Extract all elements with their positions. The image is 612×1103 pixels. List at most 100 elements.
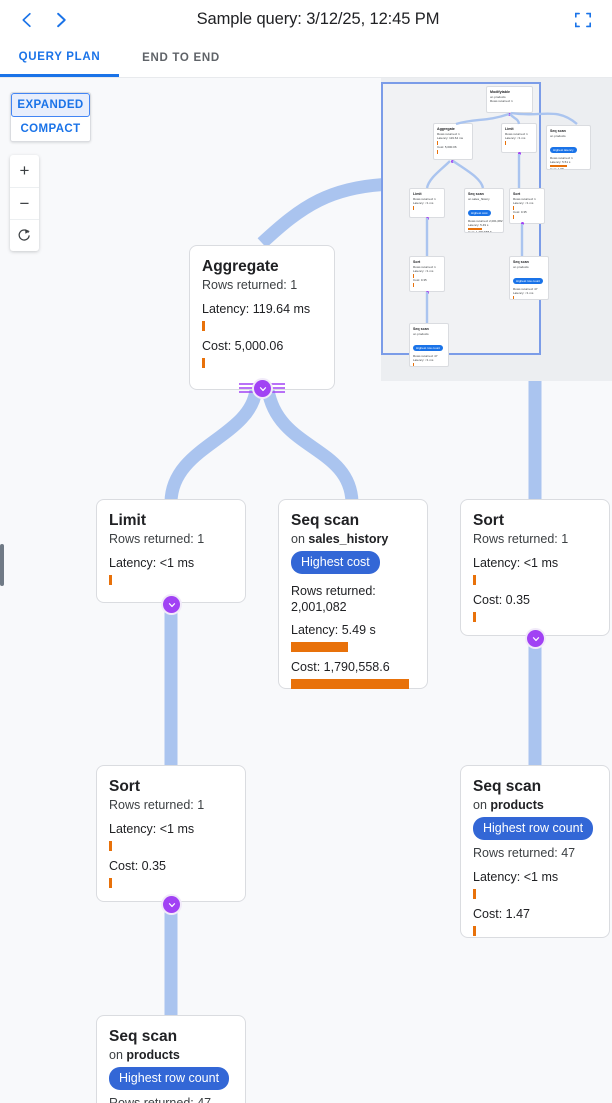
mm-latency: Latency: 5.49 s xyxy=(468,222,489,227)
mm-latency: Latency: 5.51 s xyxy=(550,159,571,164)
mm-title: Sort xyxy=(513,191,521,196)
cost-bar xyxy=(473,926,476,936)
back-button[interactable] xyxy=(10,3,44,37)
minimap-handle-dot xyxy=(518,152,521,155)
page-title: Sample query: 3/12/25, 12:45 PM xyxy=(196,10,440,28)
mm-rows: Rows returned: 1 xyxy=(413,196,436,201)
node-on-table: products xyxy=(126,1048,180,1062)
node-on: on sales_history xyxy=(291,530,415,548)
mm-title: Sort xyxy=(413,259,421,264)
mm-on: on sales_history xyxy=(468,196,490,201)
collapse-handle-sort-right[interactable] xyxy=(527,630,544,647)
minimap-handle-dot xyxy=(521,222,524,225)
mm-badge: Highest row count xyxy=(413,345,444,351)
mm-latency: Latency: <1 ms xyxy=(513,290,534,295)
chevron-left-icon xyxy=(22,12,31,27)
mode-compact-button[interactable]: COMPACT xyxy=(11,117,90,141)
plan-node-sort-right[interactable]: Sort Rows returned: 1 Latency: <1 ms Cos… xyxy=(460,499,610,636)
node-latency: Latency: <1 ms xyxy=(109,822,195,836)
minimap-node[interactable]: Limit Rows returned: 1 Latency: <1 ms xyxy=(409,188,445,218)
latency-bar xyxy=(473,575,476,585)
plan-node-seq-scan-sales-history[interactable]: Seq scan on sales_history Highest cost R… xyxy=(278,499,428,689)
mm-latency: Latency: <1 ms xyxy=(413,200,434,205)
minimap-node[interactable]: Seq scan on products Highest latency Row… xyxy=(546,125,591,170)
mm-rows: Rows returned: 1 xyxy=(550,155,573,160)
minimap-node[interactable]: Sort Rows returned: 1 Latency: <1 ms Cos… xyxy=(509,188,545,224)
node-latency: Latency: <1 ms xyxy=(473,870,559,884)
node-title: Sort xyxy=(109,778,140,795)
edge-aggregate-seqscan xyxy=(261,388,359,503)
node-title: Limit xyxy=(109,512,147,529)
collapse-handle-limit[interactable] xyxy=(163,596,180,613)
view-mode-toggle: EXPANDED COMPACT xyxy=(10,92,91,142)
edge-in-aggregate xyxy=(257,177,401,248)
node-title: Sort xyxy=(473,512,504,529)
mm-badge: Highest row count xyxy=(513,278,544,284)
tab-query-plan[interactable]: QUERY PLAN xyxy=(0,39,119,77)
tab-bar: QUERY PLAN END TO END xyxy=(0,39,612,78)
mm-latency: Latency: <1 ms xyxy=(505,135,526,140)
cost-bar xyxy=(291,679,409,689)
plan-node-sort-left[interactable]: Sort Rows returned: 1 Latency: <1 ms Cos… xyxy=(96,765,246,902)
node-rows: Rows returned: 1 xyxy=(109,798,205,812)
mm-latency: Latency: <1 ms xyxy=(413,357,434,362)
status-badge: Highest row count xyxy=(473,817,594,840)
mm-latency: Latency: <1 ms xyxy=(413,268,434,273)
status-badge: Highest row count xyxy=(109,1067,230,1090)
minimap[interactable]: Modifytable on products Rows returned: 1… xyxy=(381,78,612,381)
minimap-node[interactable]: Aggregate Rows returned: 1 Latency: 119.… xyxy=(433,123,473,160)
mm-title: Seq scan xyxy=(513,259,529,264)
collapse-handle-aggregate[interactable] xyxy=(254,380,271,397)
mm-on: on products xyxy=(513,264,529,269)
node-cost: Cost: 0.35 xyxy=(473,593,530,607)
plan-node-limit[interactable]: Limit Rows returned: 1 Latency: <1 ms xyxy=(96,499,246,603)
node-latency: Latency: 5.49 s xyxy=(291,623,376,637)
mm-cost: Cost: 1,790,558.6 xyxy=(468,230,492,233)
minimap-node[interactable]: Seq scan on products Highest row count R… xyxy=(509,256,549,300)
mm-latency: Latency: 119.64 ms xyxy=(437,135,463,140)
forward-button[interactable] xyxy=(44,3,78,37)
node-on-table: sales_history xyxy=(308,532,389,546)
header-bar: Sample query: 3/12/25, 12:45 PM xyxy=(0,0,612,39)
latency-bar xyxy=(109,575,112,585)
node-rows: Rows returned: 1 xyxy=(473,532,569,546)
reset-icon xyxy=(18,229,30,241)
mm-on: on products xyxy=(550,133,566,138)
cost-bar xyxy=(473,612,476,622)
tab-end-to-end[interactable]: END TO END xyxy=(142,52,220,64)
mm-rows: Rows returned: 1 xyxy=(513,196,536,201)
chevron-down-icon xyxy=(259,386,266,391)
node-on-prefix: on xyxy=(109,1048,123,1062)
node-title: Seq scan xyxy=(291,512,360,529)
plan-node-seq-scan-products-right[interactable]: Seq scan on products Highest row count R… xyxy=(460,765,610,938)
mm-title: Limit xyxy=(413,191,422,196)
status-badge: Highest cost xyxy=(291,551,380,574)
minimap-node[interactable]: Seq scan on products Highest row count R… xyxy=(409,323,449,367)
minimap-node[interactable]: Modifytable on products Rows returned: 1 xyxy=(486,86,533,113)
plan-node-aggregate[interactable]: Aggregate Rows returned: 1 Latency: 119.… xyxy=(189,245,335,390)
node-on-table: products xyxy=(490,798,544,812)
node-title: Seq scan xyxy=(473,778,542,795)
reset-view-button[interactable] xyxy=(10,219,39,251)
mm-title: Limit xyxy=(505,126,514,131)
mm-rows: Rows returned: 2,001,082 xyxy=(468,218,503,223)
graph-canvas[interactable]: Modifytable on products Rows returned: 1… xyxy=(0,78,612,1103)
vertical-scrollbar-thumb[interactable] xyxy=(0,544,4,586)
minimap-handle-dot xyxy=(451,160,454,163)
cost-bar xyxy=(202,358,205,368)
mm-on: on products xyxy=(490,94,506,99)
plan-node-seq-scan-products-bottom[interactable]: Seq scan on products Highest row count R… xyxy=(96,1015,246,1103)
minimap-node[interactable]: Seq scan on sales_history Highest cost R… xyxy=(464,188,504,233)
node-cost: Cost: 0.35 xyxy=(109,859,166,873)
mode-expanded-button[interactable]: EXPANDED xyxy=(11,93,90,117)
zoom-out-button[interactable]: − xyxy=(10,187,39,219)
node-on-prefix: on xyxy=(473,798,487,812)
mm-rows: Rows returned: 47 xyxy=(413,353,438,358)
zoom-in-button[interactable]: + xyxy=(19,161,30,180)
node-rows: Rows returned: 2,001,082 xyxy=(291,584,376,614)
collapse-handle-sort-left[interactable] xyxy=(163,896,180,913)
latency-bar xyxy=(473,889,476,899)
fullscreen-button[interactable] xyxy=(566,3,600,37)
node-on: on products xyxy=(109,1046,233,1064)
